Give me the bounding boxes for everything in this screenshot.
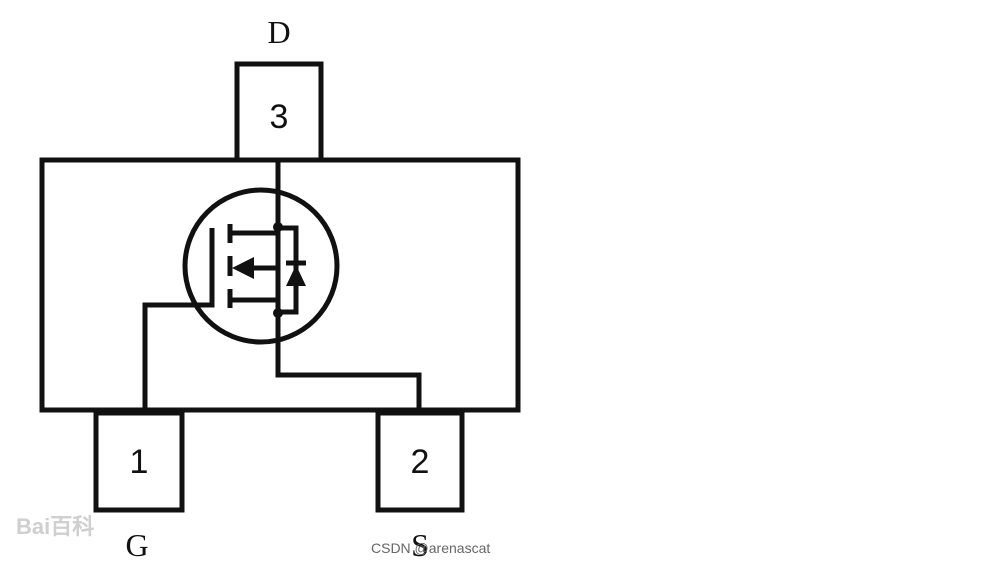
gate-wire — [142, 228, 215, 410]
pin-2-number: 2 — [411, 443, 430, 481]
csdn-watermark: CSDN @arenascat — [371, 540, 490, 556]
gate-label: G — [125, 527, 148, 562]
body-diode-triangle — [286, 265, 306, 286]
pin-2-tab — [375, 410, 465, 513]
drain-junction-dot — [273, 222, 283, 232]
pin-1-number: 1 — [130, 443, 149, 481]
body-arrow — [232, 257, 254, 279]
transistor-circle — [182, 187, 340, 345]
body-diode-wire — [278, 225, 299, 315]
source-wire — [275, 315, 422, 410]
drain-label: D — [267, 14, 290, 50]
source-label: S — [411, 527, 429, 562]
source-junction-dot — [273, 308, 283, 318]
pin-3-number: 3 — [270, 98, 289, 136]
baidu-watermark: Bai百科 — [16, 514, 94, 539]
pin-1-tab — [93, 410, 185, 513]
